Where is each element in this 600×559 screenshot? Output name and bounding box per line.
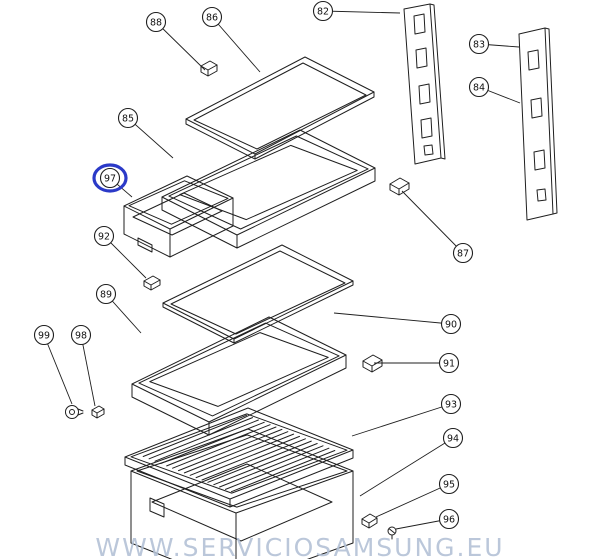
part-glass-shelf-lower — [162, 244, 354, 344]
part-clip-middle — [143, 275, 161, 291]
callout-98[interactable]: 98 — [70, 324, 92, 346]
part-cover-rail-left — [403, 3, 446, 165]
part-cover-rail-right — [518, 27, 558, 221]
leader-line-99 — [43, 334, 73, 405]
svg-text:87: 87 — [457, 248, 469, 259]
svg-text:96: 96 — [443, 514, 455, 525]
callout-96[interactable]: 96 — [438, 508, 460, 530]
callout-94[interactable]: 94 — [442, 427, 464, 449]
callout-91[interactable]: 91 — [438, 352, 460, 374]
svg-text:83: 83 — [473, 39, 485, 50]
leader-line-86 — [211, 16, 261, 73]
svg-text:99: 99 — [38, 330, 50, 341]
part-roller — [65, 405, 84, 419]
part-shelf-frame-lower — [131, 316, 347, 436]
part-clip-left — [91, 405, 105, 419]
svg-text:92: 92 — [98, 231, 110, 242]
svg-text:93: 93 — [445, 399, 457, 410]
part-clip-top — [200, 60, 218, 77]
part-crisper-bin — [130, 428, 354, 559]
callout-89[interactable]: 89 — [95, 283, 117, 305]
callout-balloons: 88 86 82 83 84 85 97 92 87 89 90 91 99 98 93 94 95 96 — [33, 0, 490, 530]
callout-86[interactable]: 86 — [201, 6, 223, 28]
part-glass-shelf-top — [185, 56, 375, 160]
callout-84[interactable]: 84 — [468, 76, 490, 98]
callout-82[interactable]: 82 — [312, 0, 334, 22]
callout-99[interactable]: 99 — [33, 324, 55, 346]
svg-text:86: 86 — [206, 12, 218, 23]
svg-text:89: 89 — [100, 289, 112, 300]
parts-artwork — [65, 3, 558, 559]
watermark-text: WWW.SERVICIOSAMSUNG.EU — [95, 533, 504, 559]
callout-83[interactable]: 83 — [468, 33, 490, 55]
part-bracket-lower — [362, 354, 383, 373]
svg-text:97: 97 — [104, 173, 116, 184]
leader-line-98 — [80, 334, 96, 407]
callout-93[interactable]: 93 — [440, 393, 462, 415]
svg-text:94: 94 — [447, 433, 459, 444]
part-shelf-frame-upper — [161, 129, 376, 249]
part-screw — [387, 526, 397, 540]
svg-text:82: 82 — [317, 6, 329, 17]
callout-88[interactable]: 88 — [145, 11, 167, 33]
callout-97[interactable]: 97 — [92, 163, 128, 193]
part-bracket-upper — [389, 177, 410, 196]
callout-87[interactable]: 87 — [452, 242, 474, 264]
leader-lines — [43, 10, 521, 530]
leader-line-82 — [322, 10, 401, 14]
leader-line-93 — [351, 403, 452, 437]
highlight-ring — [92, 163, 128, 193]
leader-line-90 — [333, 312, 452, 325]
leader-line-87 — [401, 190, 464, 254]
leader-line-95 — [375, 483, 450, 518]
part-clip-bottom — [361, 513, 378, 529]
callout-90[interactable]: 90 — [440, 313, 462, 335]
part-drawer — [123, 175, 234, 258]
callout-95[interactable]: 95 — [438, 473, 460, 495]
svg-text:98: 98 — [75, 330, 87, 341]
callout-92[interactable]: 92 — [93, 225, 115, 247]
leader-line-94 — [359, 437, 454, 497]
svg-text:90: 90 — [445, 319, 457, 330]
callout-85[interactable]: 85 — [117, 107, 139, 129]
svg-text:88: 88 — [150, 17, 162, 28]
svg-text:85: 85 — [122, 113, 134, 124]
svg-text:91: 91 — [443, 358, 455, 369]
svg-text:95: 95 — [443, 479, 455, 490]
leader-line-88 — [155, 21, 206, 71]
svg-text:84: 84 — [473, 82, 485, 93]
